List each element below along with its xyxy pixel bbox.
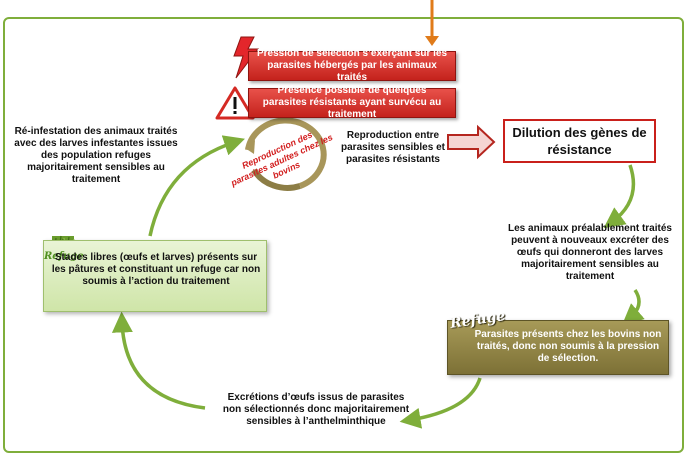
reinfestation-text: Ré-infestation des animaux traités avec … (14, 126, 178, 185)
excretion-text: Excrétions d’œufs issus de parasites non… (222, 392, 410, 427)
reproduction-text: Reproduction entre parasites sensibles e… (341, 130, 445, 165)
dilution-box: Dilution des gènes de résistance (503, 119, 656, 163)
red-block-arrow (447, 124, 496, 160)
parasites-text: Parasites présents chez les bovins non t… (474, 329, 662, 364)
presence-parasites-box: Présence possible de quelques parasites … (248, 85, 456, 120)
reproduction-cycle-swirl (245, 117, 327, 191)
arrow-animals-to-parasites (622, 289, 645, 325)
warning-icon (215, 86, 255, 120)
lightning-icon (233, 36, 260, 79)
refuge-label: Refuge (44, 251, 84, 262)
arrow-dilution-to-animals (603, 164, 636, 229)
stades-text: Stades libres (œufs et larves) présents … (51, 252, 261, 287)
dilution-text: Dilution des gènes de résistance (512, 125, 647, 157)
stades-refuge-box: Refuge Stades libres (œufs et larves) pr… (43, 240, 267, 312)
arrow-stades-to-reinfestation (148, 135, 245, 237)
arrow-parasites-to-excretion (399, 377, 482, 429)
presence-parasites-text: Présence possible de quelques parasites … (262, 85, 442, 120)
pression-selection-text: Pression de sélection s’exerçant sur les… (256, 48, 448, 83)
arrow-excretion-to-stades (111, 311, 206, 410)
animals-text: Les animaux préalablement traités peuven… (508, 223, 672, 282)
orange-down-arrow (425, 0, 439, 46)
pression-selection-box: Pression de sélection s’exerçant sur les… (248, 48, 456, 83)
parasites-refuge-box: Refuge Parasites présents chez les bovin… (447, 308, 669, 375)
